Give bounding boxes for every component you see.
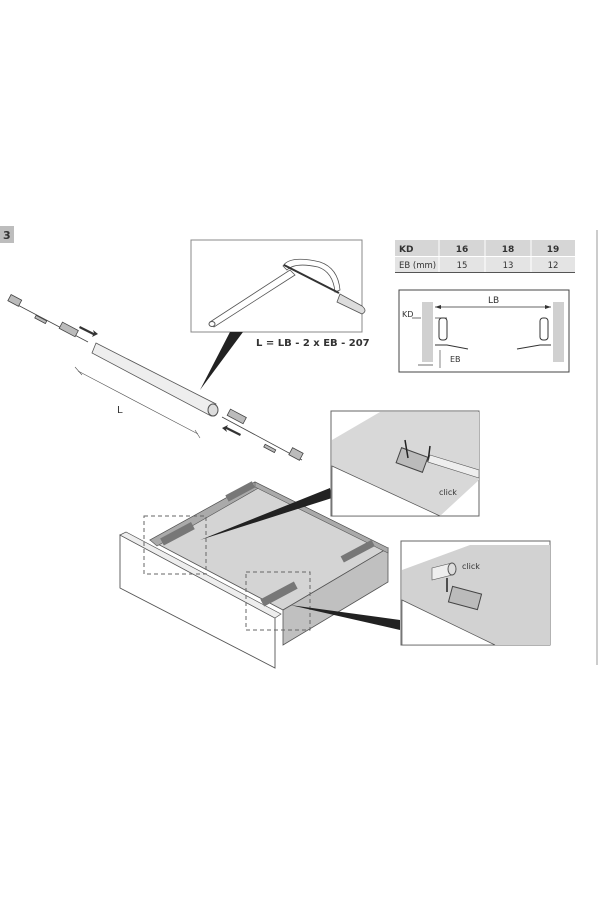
table-cell: 15 [457, 261, 468, 271]
kd-eb-table: KD 16 18 19 EB (mm) 15 13 12 [395, 240, 575, 273]
step-number: 3 [3, 229, 11, 242]
click-inset-top: click [330, 410, 480, 517]
click-inset-bottom: click [400, 540, 551, 646]
lb-label: LB [488, 296, 499, 306]
rod-length-label: L [117, 405, 123, 416]
table-header-18: 18 [502, 245, 515, 255]
left-connector [7, 293, 89, 343]
table-cell: 12 [548, 261, 559, 271]
step-badge [0, 226, 14, 243]
table-cell: 13 [503, 261, 514, 271]
length-formula: L = LB - 2 x EB - 207 [256, 338, 370, 349]
saw-inset [190, 239, 366, 390]
table-header-16: 16 [456, 245, 469, 255]
right-connector [221, 408, 304, 461]
damper-rod [74, 342, 219, 439]
table-row-label: EB (mm) [399, 261, 436, 271]
table-header-kd: KD [399, 245, 413, 255]
click-label-top: click [439, 488, 457, 497]
arrow-left-icon [222, 425, 241, 436]
arrow-right-icon [79, 326, 98, 337]
table-header-19: 19 [547, 245, 560, 255]
click-label-bottom: click [462, 562, 480, 571]
section-diagram: LB KD EB [398, 289, 570, 373]
eb-label: EB [450, 355, 461, 364]
drawer-illustration [119, 481, 400, 669]
kd-label: KD [402, 310, 413, 319]
